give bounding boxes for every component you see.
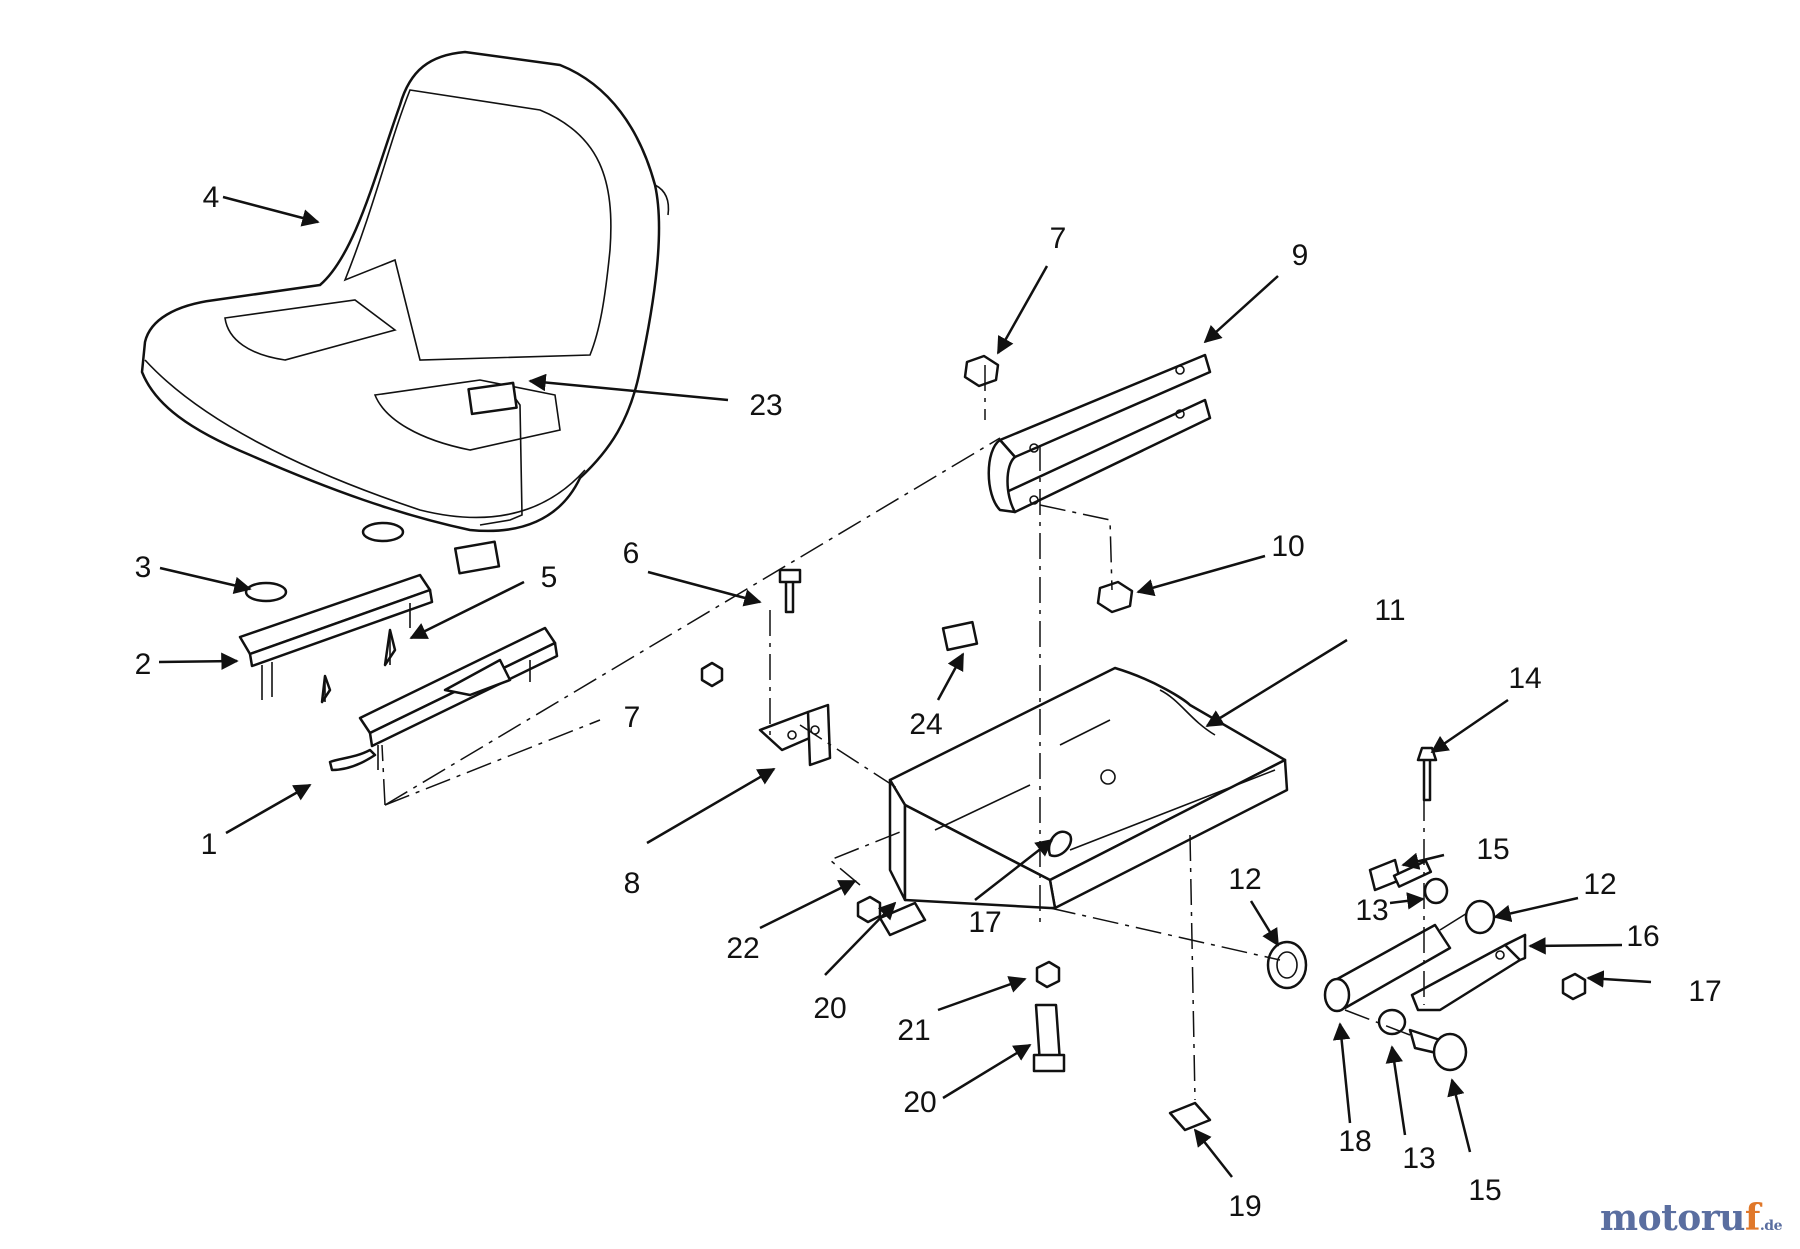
- shock-absorber-assembly: [856, 746, 1587, 1132]
- callout-pan-11: 11: [1374, 594, 1405, 627]
- callout-pad-19: 19: [1228, 1190, 1261, 1223]
- callout-bolt-14: 14: [1508, 662, 1541, 695]
- callout-leaders: [158, 195, 1652, 1178]
- callout-washer-13-upper: 13: [1355, 894, 1388, 927]
- callout-switch-23: 23: [749, 389, 782, 422]
- callout-bolt-20-upper: 20: [813, 992, 846, 1025]
- callout-bolt-5: 5: [541, 561, 558, 594]
- seat-slide-assembly: [238, 521, 559, 772]
- callout-slide-1: 1: [201, 828, 218, 861]
- callout-clip-24: 24: [909, 708, 942, 741]
- callout-slide-2: 2: [135, 648, 152, 681]
- callout-seat-4: 4: [203, 181, 220, 214]
- callout-bracket-8: 8: [624, 867, 641, 900]
- callout-nut-7-left: 7: [624, 701, 641, 734]
- seat-part: [140, 50, 670, 575]
- callout-nut-7-top: 7: [1050, 222, 1067, 255]
- callout-nut-17-center: 17: [968, 906, 1001, 939]
- callout-bolt-15-upper: 15: [1476, 833, 1509, 866]
- callout-pad-3: 3: [135, 551, 152, 584]
- callout-washer-21: 21: [897, 1014, 930, 1047]
- callout-nut-10: 10: [1271, 530, 1304, 563]
- watermark-main: motoru: [1600, 1197, 1745, 1239]
- callout-bolt-20-lower: 20: [903, 1086, 936, 1119]
- seat-pan-part: [888, 666, 1289, 910]
- watermark-accent: f: [1744, 1197, 1761, 1239]
- callout-nut-17-right: 17: [1688, 975, 1721, 1008]
- callout-shock-18: 18: [1338, 1125, 1371, 1158]
- callout-bolt-6: 6: [623, 537, 640, 570]
- callout-bushing-12-left: 12: [1228, 863, 1261, 896]
- callout-labels: 4 23 3 2 5 1 7 9 6 10 24 7 11 8 22 20 17…: [135, 181, 1722, 1223]
- callout-hinge-9: 9: [1292, 239, 1309, 272]
- callout-bolt-15-lower: 15: [1468, 1174, 1501, 1207]
- callout-bracket-16: 16: [1626, 920, 1659, 953]
- callout-bushing-12-right: 12: [1583, 868, 1616, 901]
- watermark-logo: motoruf.de: [1600, 1197, 1782, 1239]
- watermark-tld: .de: [1759, 1218, 1783, 1234]
- callout-washer-13-lower: 13: [1402, 1142, 1435, 1175]
- callout-nut-22: 22: [726, 932, 759, 965]
- hinge-bracket-assembly: [700, 353, 1212, 767]
